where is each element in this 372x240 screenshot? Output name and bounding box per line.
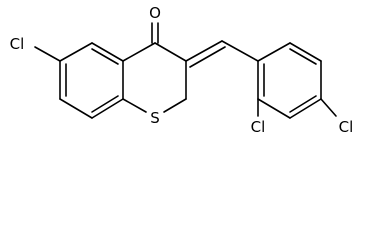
chloro-bond-para	[320, 98, 337, 117]
carbonyl-bond	[151, 22, 159, 44]
benzylidene-to-aryl-bond	[221, 40, 259, 62]
benzylidene-double-bond	[185, 40, 226, 68]
benzo-ring	[59, 42, 124, 119]
dichlorophenyl-ring	[257, 42, 322, 119]
chlorine-label-para: Cl	[339, 118, 354, 136]
sulfur-label: S	[150, 109, 160, 127]
chlorine-label-ortho: Cl	[251, 118, 266, 136]
chemical-structure-diagram: O S Cl Cl Cl	[10, 4, 354, 136]
chloro-bond-ring-a	[34, 46, 61, 62]
thiopyranone-ring	[122, 42, 187, 113]
oxygen-label: O	[149, 4, 161, 22]
chlorine-label-ring-a: Cl	[10, 35, 25, 53]
